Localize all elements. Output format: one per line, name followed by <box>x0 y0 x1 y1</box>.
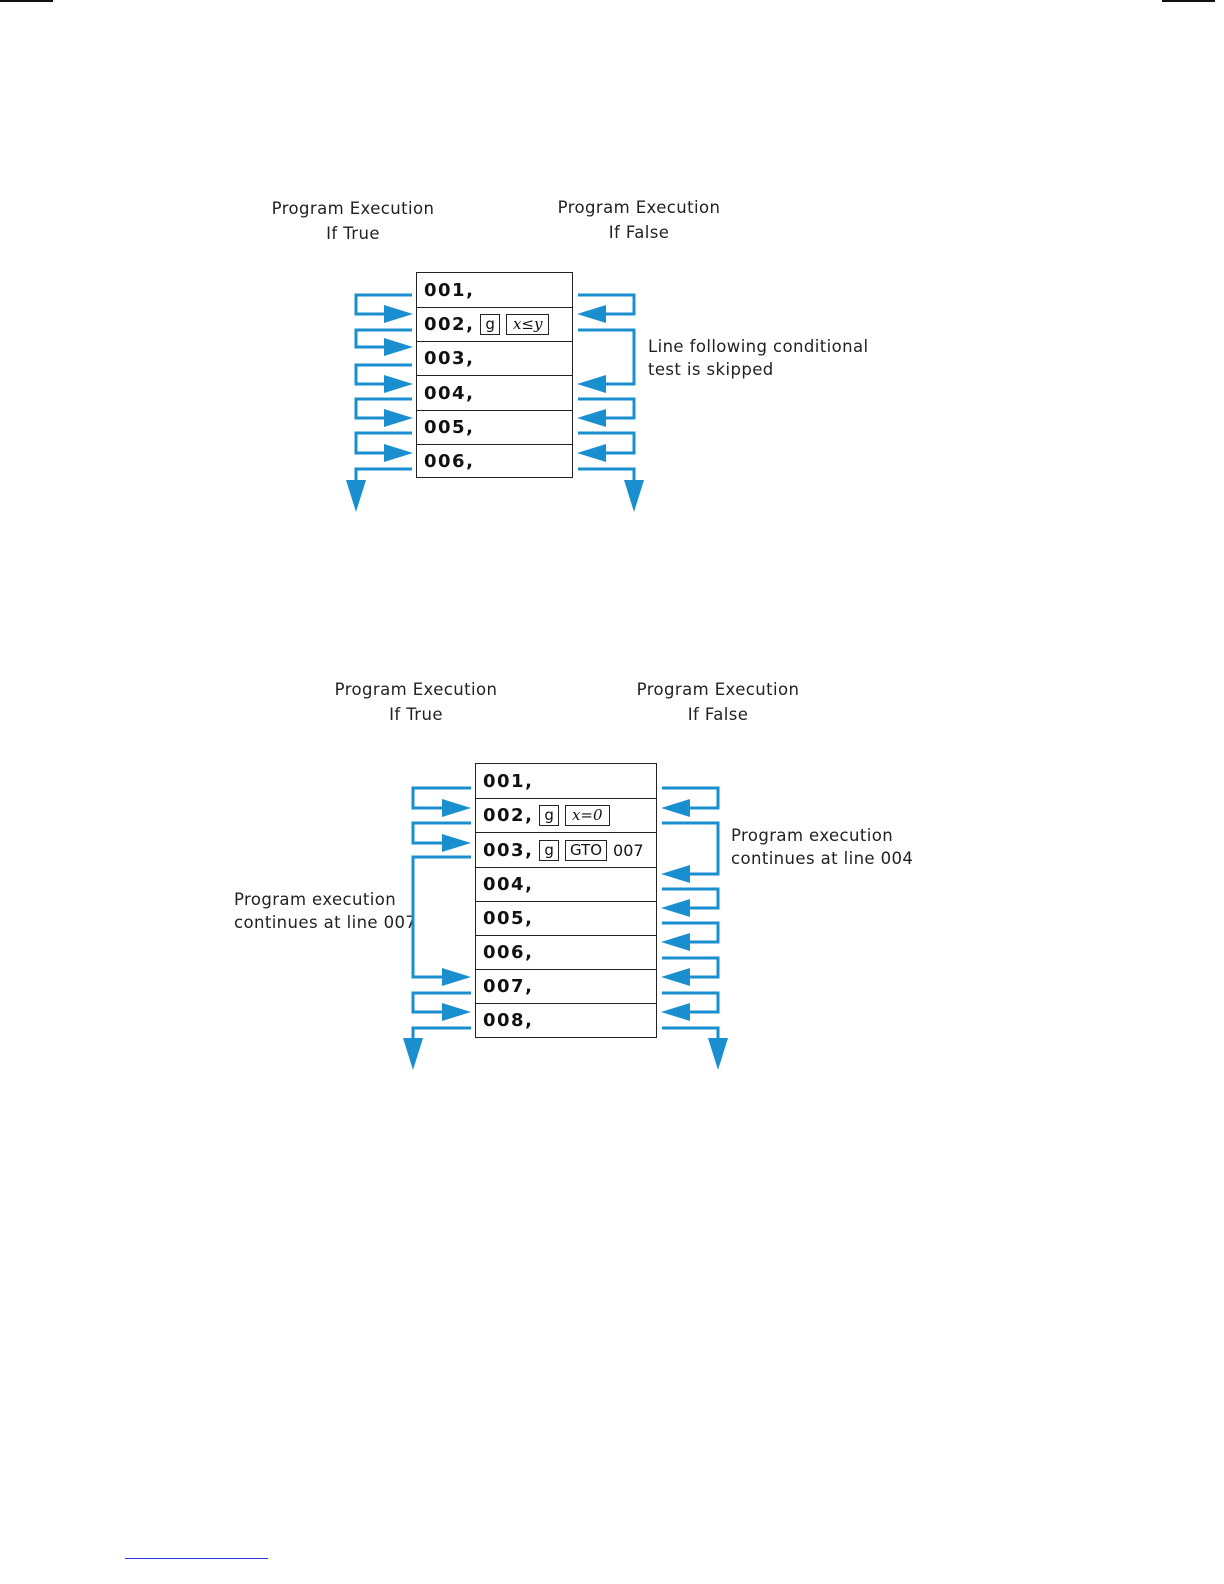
program-line: 008, <box>476 1003 656 1037</box>
line-number: 002, <box>424 314 475 335</box>
d2-false-flow <box>662 786 720 1040</box>
program-line: 002, g x=0 <box>476 798 656 832</box>
d1-true-flow <box>354 293 412 482</box>
program-line: 004, <box>476 867 656 901</box>
program-line: 007, <box>476 969 656 1003</box>
d2-left-note: Program execution continues at line 007 <box>234 890 417 932</box>
gto-target: 007 <box>613 840 644 860</box>
g-key: g <box>539 805 559 826</box>
d2-false-label: Program Execution If False <box>636 680 800 724</box>
program-line: 001, <box>476 764 656 798</box>
d2-true-arrowheads <box>403 799 471 1070</box>
line-number: 001, <box>483 770 534 792</box>
program-line: 001, <box>417 273 572 307</box>
d1-true-label: Program Execution If True <box>271 199 435 243</box>
d1-false-label: Program Execution If False <box>557 198 721 242</box>
program-line: 006, <box>476 935 656 969</box>
d1-true-arrowheads <box>346 305 413 512</box>
footnote-rule <box>125 1558 268 1559</box>
program-line: 005, <box>417 410 572 444</box>
d2-false-arrowheads <box>661 799 728 1070</box>
line-number: 003, <box>424 348 475 369</box>
d2-program-table: 001, 002, g x=0 003, g GTO 007 004, 005,… <box>475 763 657 1038</box>
program-line: 006, <box>417 444 572 477</box>
gto-key: GTO <box>564 839 608 861</box>
d1-false-flow <box>578 293 636 482</box>
line-number: 007, <box>483 976 534 997</box>
crop-mark-right <box>1162 0 1215 2</box>
d2-true-label: Program Execution If True <box>334 680 498 724</box>
line-number: 003, <box>483 839 534 861</box>
line-number: 008, <box>483 1010 534 1031</box>
d2-true-flow <box>411 786 471 1040</box>
d1-program-table: 001, 002, g x≤y 003, 004, 005, 006, <box>416 272 573 478</box>
line-number: 004, <box>424 382 475 404</box>
program-line: 005, <box>476 901 656 935</box>
program-line: 003, g GTO 007 <box>476 832 656 867</box>
line-number: 002, <box>483 805 534 826</box>
line-number: 004, <box>483 874 534 895</box>
program-line: 003, <box>417 341 572 375</box>
program-line: 004, <box>417 375 572 410</box>
line-number: 006, <box>424 450 475 472</box>
line-number: 005, <box>424 417 475 438</box>
x-le-y-key: x≤y <box>505 314 550 335</box>
d1-false-arrowheads <box>577 305 644 512</box>
crop-mark-left <box>0 0 53 2</box>
g-key: g <box>480 314 500 335</box>
d2-right-note: Program execution continues at line 004 <box>731 826 914 868</box>
line-number: 001, <box>424 279 475 301</box>
x-eq-0-key: x=0 <box>564 805 610 826</box>
d1-skip-note: Line following conditional test is skipp… <box>648 337 869 379</box>
program-line: 002, g x≤y <box>417 307 572 341</box>
g-key: g <box>539 839 559 861</box>
line-number: 005, <box>483 908 534 929</box>
line-number: 006, <box>483 942 534 963</box>
